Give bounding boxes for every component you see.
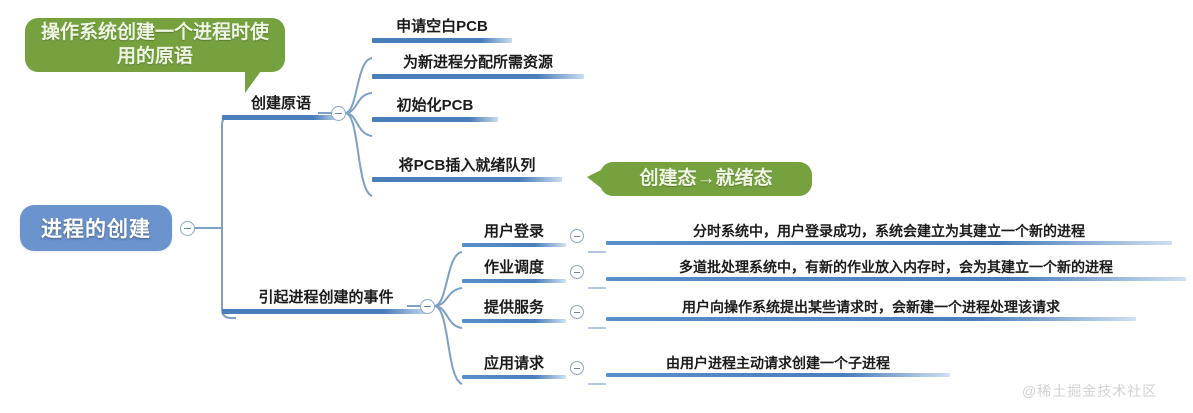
leaf-collapse-toggle-job-scheduling[interactable] (570, 265, 584, 279)
leaf-node-user-login[interactable]: 用户登录 (462, 223, 566, 247)
detail-text: 由用户进程主动请求创建一个子进程 (666, 355, 890, 371)
leaf-node-init-pcb[interactable]: 初始化PCB (372, 97, 498, 122)
leaf-collapse-toggle-application-request[interactable] (570, 361, 584, 375)
callout-state-transition-note: 创建态→就绪态 (587, 162, 812, 196)
branch-node-create-primitive[interactable]: 创建原语 (222, 95, 340, 120)
detail-underline (606, 317, 1136, 322)
leaf-underline (372, 176, 562, 182)
leaf-collapse-toggle-provide-service[interactable] (570, 305, 584, 319)
leaf-label: 为新进程分配所需资源 (402, 54, 553, 71)
detail-node-user-login[interactable]: 分时系统中，用户登录成功，系统会建立为其建立一个新的进程 (606, 223, 1172, 246)
detail-node-job-scheduling[interactable]: 多道批处理系统中，有新的作业放入内存时，会为其建立一个新的进程 (606, 259, 1186, 282)
detail-text: 分时系统中，用户登录成功，系统会建立为其建立一个新的进程 (693, 223, 1085, 239)
leaf-label: 将PCB插入就绪队列 (398, 157, 536, 174)
leaf-underline (462, 242, 566, 247)
detail-node-application-request[interactable]: 由用户进程主动请求创建一个子进程 (606, 355, 950, 378)
leaf-underline (462, 278, 566, 283)
leaf-node-apply-blank-pcb[interactable]: 申请空白PCB (372, 18, 512, 43)
leaf-underline (372, 37, 512, 43)
callout-create-primitive-note: 操作系统创建一个进程时使用的原语 (25, 18, 285, 93)
branch-collapse-toggle-creation-events[interactable] (420, 299, 435, 314)
branch-label: 引起进程创建的事件 (258, 289, 394, 306)
leaf-label: 作业调度 (483, 259, 544, 276)
callout-tail (587, 170, 601, 188)
leaf-underline (462, 374, 566, 379)
leaf-collapse-toggle-user-login[interactable] (570, 229, 584, 243)
detail-underline (606, 373, 950, 378)
leaf-underline (372, 73, 584, 79)
branch-underline (222, 308, 430, 314)
leaf-node-job-scheduling[interactable]: 作业调度 (462, 259, 566, 283)
leaf-node-insert-ready-queue[interactable]: 将PCB插入就绪队列 (372, 157, 562, 182)
detail-underline (606, 241, 1172, 246)
root-node-label: 进程的创建 (41, 218, 151, 241)
detail-text: 用户向操作系统提出某些请求时，会新建一个进程处理该请求 (682, 299, 1060, 315)
leaf-node-allocate-resources[interactable]: 为新进程分配所需资源 (372, 54, 584, 79)
branch-node-creation-events[interactable]: 引起进程创建的事件 (222, 289, 430, 314)
branch-collapse-toggle-create-primitive[interactable] (331, 106, 346, 121)
root-node[interactable]: 进程的创建 (20, 205, 172, 251)
branch-label: 创建原语 (250, 95, 311, 112)
callout-text: 创建态→就绪态 (639, 167, 773, 189)
leaf-node-provide-service[interactable]: 提供服务 (462, 299, 566, 323)
callout-text: 操作系统创建一个进程时使用的原语 (40, 21, 269, 67)
leaf-label: 申请空白PCB (396, 18, 488, 35)
leaf-label: 初始化PCB (396, 97, 474, 114)
leaf-underline (372, 116, 498, 122)
leaf-label: 提供服务 (483, 299, 544, 316)
callout-tail (245, 71, 261, 93)
leaf-node-application-request[interactable]: 应用请求 (462, 355, 566, 379)
branch-underline (222, 114, 340, 120)
detail-underline (606, 277, 1186, 282)
leaf-underline (462, 318, 566, 323)
leaf-label: 用户登录 (483, 223, 544, 240)
root-collapse-toggle[interactable] (180, 221, 195, 236)
leaf-label: 应用请求 (483, 355, 544, 372)
watermark: @稀土掘金技术社区 (1022, 383, 1158, 399)
detail-text: 多道批处理系统中，有新的作业放入内存时，会为其建立一个新的进程 (679, 259, 1113, 275)
detail-node-provide-service[interactable]: 用户向操作系统提出某些请求时，会新建一个进程处理该请求 (606, 299, 1136, 322)
